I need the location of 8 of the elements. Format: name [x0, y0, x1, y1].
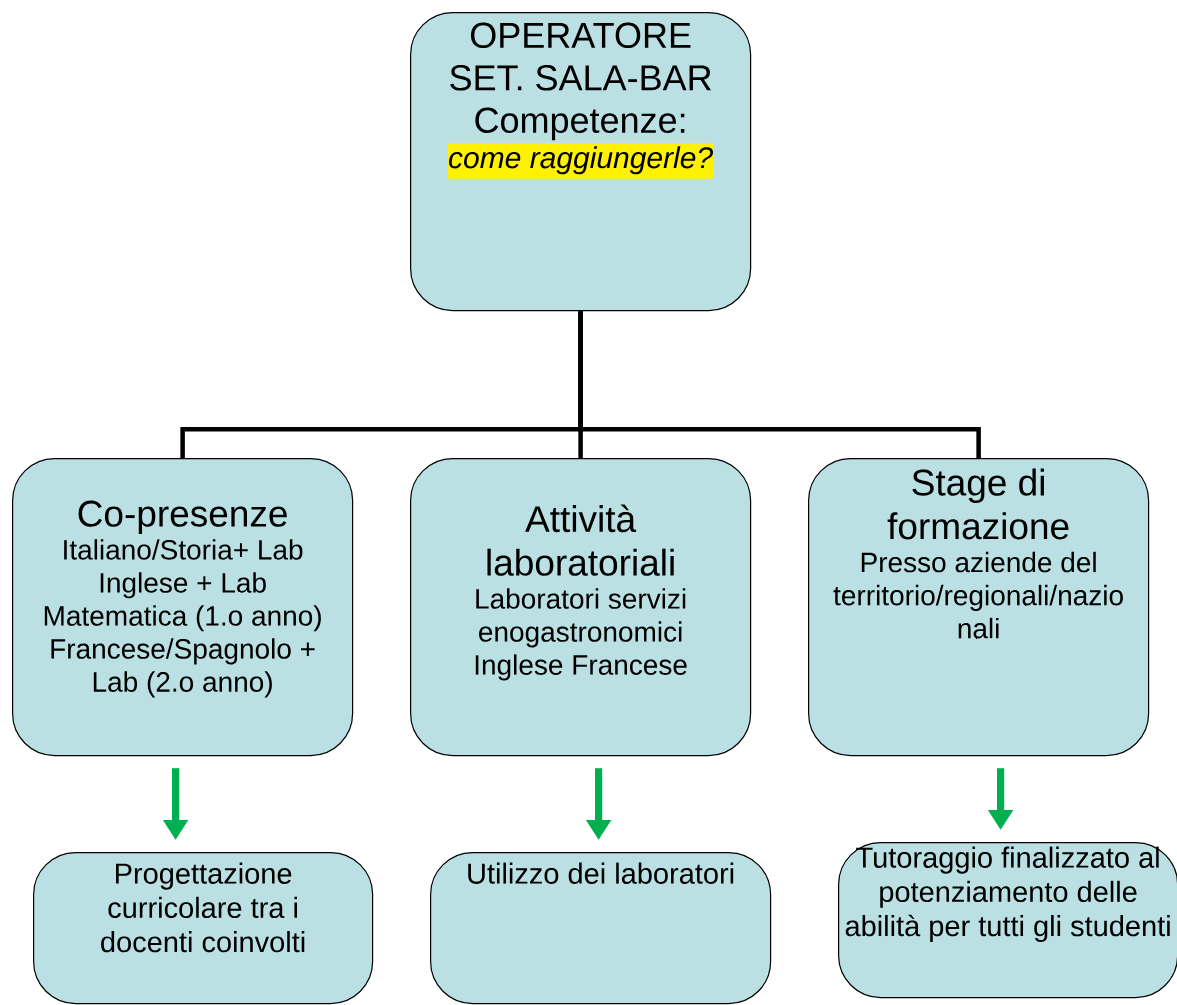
rounded-box: Stage di formazione Presso aziende del territorio/regionali/nazio nali — [808, 458, 1150, 757]
rounded-box: OPERATORE SET. SALA-BAR Competenze: come raggiungerle? — [410, 12, 752, 312]
rounded-box: Progettazione curricolare tra i docenti coinvolti — [33, 852, 374, 1005]
rounded-box: Attività laboratoriali Laboratori servizi enogastronomici Inglese Francese — [410, 458, 752, 757]
rounded-box: Utilizzo dei laboratori — [430, 852, 772, 1005]
rounded-box: Tutoraggio finalizzato al potenziamento delle abilità per tutti gli studenti — [838, 842, 1177, 999]
connector-line — [578, 311, 981, 458]
rounded-box: Co-presenze Italiano/Storia+ Lab Inglese + Lab Matematica (1.o anno) Francese/Spagnolo + Lab (2.o anno) — [12, 458, 354, 757]
